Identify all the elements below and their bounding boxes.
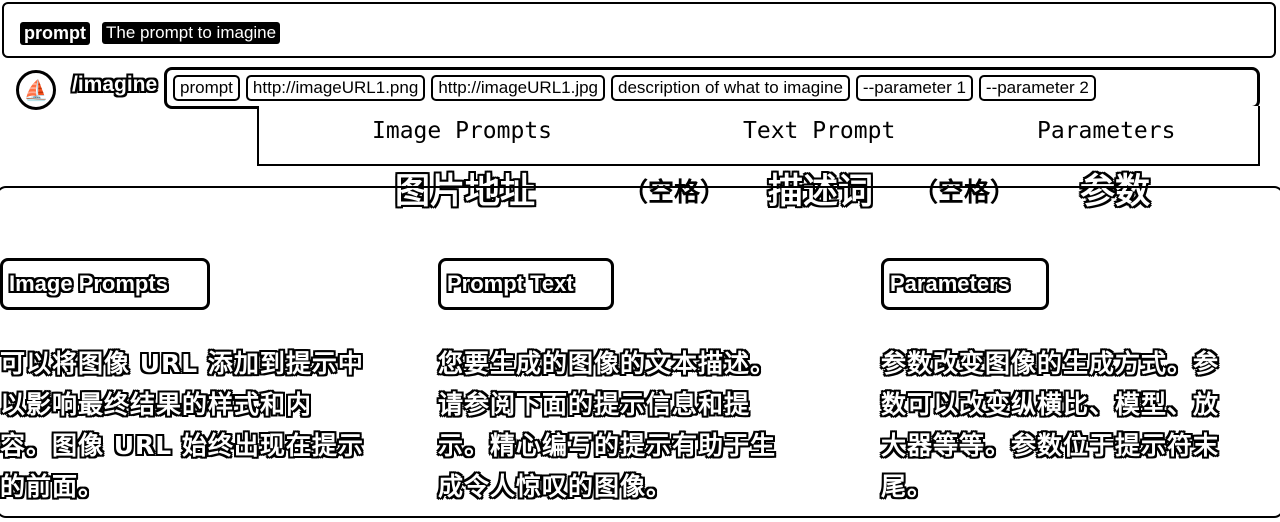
text-line: 尾。 [881, 472, 934, 501]
image-prompts-title: Image Prompts [0, 258, 210, 310]
annotation-space: （空格） [912, 178, 1017, 208]
text-line: 可以将图像 URL 添加到提示中 [0, 349, 364, 378]
text-line: 参数改变图像的生成方式。参 [881, 349, 1220, 378]
text-line: 大器等等。参数位于提示符末 [881, 431, 1220, 460]
parameters-title: Parameters [881, 258, 1049, 310]
annotation-description: 描述词 [768, 172, 874, 212]
text-line: 您要生成的图像的文本描述。 [438, 349, 777, 378]
annotation-space: （空格） [622, 178, 727, 208]
sailboat-icon[interactable]: ⛵ [16, 70, 56, 110]
explanation-panel [0, 186, 1280, 518]
image-url-chip[interactable]: http://imageURL1.jpg [431, 75, 606, 101]
command-name: /imagine [72, 73, 158, 96]
image-url-chip[interactable]: http://imageURL1.png [245, 75, 426, 101]
text-line: 容。图像 URL 始终出现在提示 [0, 431, 364, 460]
text-line: 请参阅下面的提示信息和提 [438, 390, 751, 419]
prompt-text-title: Prompt Text [438, 258, 614, 310]
prompt-input[interactable]: prompt http://imageURL1.png http://image… [164, 67, 1260, 109]
prompt-parts-dropdown: Image Prompts Text Prompt Parameters [257, 106, 1260, 166]
text-line: 数可以改变纵横比、模型、放 [881, 390, 1220, 419]
image-prompts-text: 可以将图像 URL 添加到提示中 以影响最终结果的样式和内 容。图像 URL 始… [0, 343, 380, 507]
prompt-hint-bar: prompt The prompt to imagine [2, 2, 1276, 58]
prompt-chip[interactable]: prompt [173, 75, 240, 101]
text-line: 以影响最终结果的样式和内 [0, 390, 313, 419]
parameters-text: 参数改变图像的生成方式。参 数可以改变纵横比、模型、放 大器等等。参数位于提示符… [881, 343, 1261, 507]
dropdown-item-parameters[interactable]: Parameters [1037, 118, 1176, 144]
hint-keyword: prompt [20, 22, 90, 45]
hint-description: The prompt to imagine [102, 22, 281, 44]
dropdown-item-text-prompt[interactable]: Text Prompt [743, 118, 896, 144]
text-line: 成令人惊叹的图像。 [438, 472, 673, 501]
prompt-text-text: 您要生成的图像的文本描述。 请参阅下面的提示信息和提 示。精心编写的提示有助于生… [438, 343, 818, 507]
description-chip[interactable]: description of what to imagine [611, 75, 850, 101]
text-line: 的前面。 [0, 472, 105, 501]
parameter-chip[interactable]: --parameter 1 [855, 75, 973, 101]
annotation-parameters: 参数 [1080, 172, 1151, 212]
text-line: 示。精心编写的提示有助于生 [438, 431, 777, 460]
dropdown-item-image-prompts[interactable]: Image Prompts [372, 118, 553, 144]
parameter-chip[interactable]: --parameter 2 [978, 75, 1096, 101]
annotation-image-url: 图片地址 [395, 172, 536, 212]
